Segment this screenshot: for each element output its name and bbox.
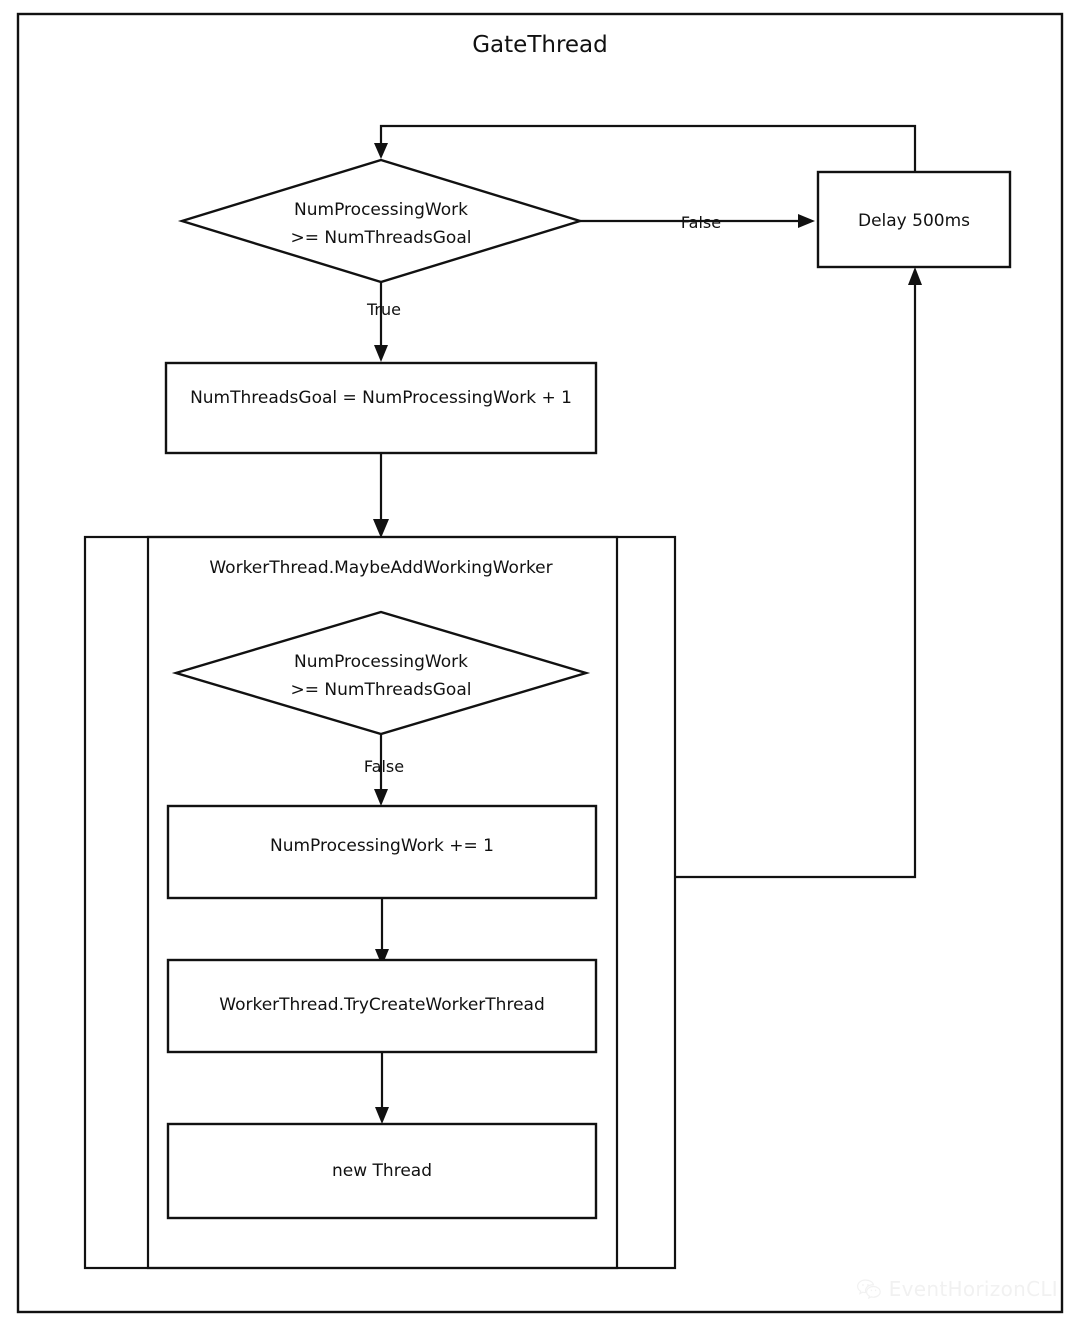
delay-box[interactable]: [816, 170, 1012, 269]
worker-decision-line2: >= NumThreadsGoal: [291, 680, 472, 700]
edge-label-gate-true: True: [366, 300, 401, 319]
worker-decision-diamond[interactable]: [171, 610, 591, 736]
arrowhead-gate-false: [798, 214, 815, 228]
edge-label-worker-false: False: [364, 757, 404, 776]
increment-box[interactable]: [166, 804, 598, 900]
subgraph-label: WorkerThread.MaybeAddWorkingWorker: [209, 558, 552, 578]
arrowhead-gate-true: [374, 345, 388, 362]
gate-decision-diamond[interactable]: [177, 158, 585, 284]
delay-label: Delay 500ms: [858, 211, 970, 231]
edge-delay-to-gate: [379, 124, 917, 172]
subgraph-inner-container: [146, 535, 619, 1270]
arrowhead-delay-to-gate: [374, 143, 388, 159]
arrowhead-worker-false: [374, 789, 388, 806]
arrowhead-setgoal-to-subgraph: [373, 519, 389, 538]
set-goal-box[interactable]: [164, 361, 598, 455]
edge-increment-to-delay: [676, 282, 917, 879]
arrowhead-increment-to-trycreate: [375, 949, 389, 966]
set-goal-label: NumThreadsGoal = NumProcessingWork + 1: [190, 388, 572, 408]
diagram-frame: [16, 12, 1064, 1314]
new-thread-label: new Thread: [332, 1161, 432, 1181]
arrowhead-increment-to-delay: [908, 267, 922, 285]
increment-label: NumProcessingWork += 1: [270, 836, 494, 856]
try-create-label: WorkerThread.TryCreateWorkerThread: [219, 995, 545, 1015]
arrowhead-trycreate-to-newthread: [375, 1107, 389, 1124]
edge-label-gate-false: False: [681, 213, 721, 232]
worker-decision-line1: NumProcessingWork: [294, 652, 468, 672]
gate-decision-line2: >= NumThreadsGoal: [291, 228, 472, 248]
page-title: GateThread: [472, 32, 608, 58]
gate-decision-line1: NumProcessingWork: [294, 200, 468, 220]
new-thread-box[interactable]: [166, 1122, 598, 1220]
